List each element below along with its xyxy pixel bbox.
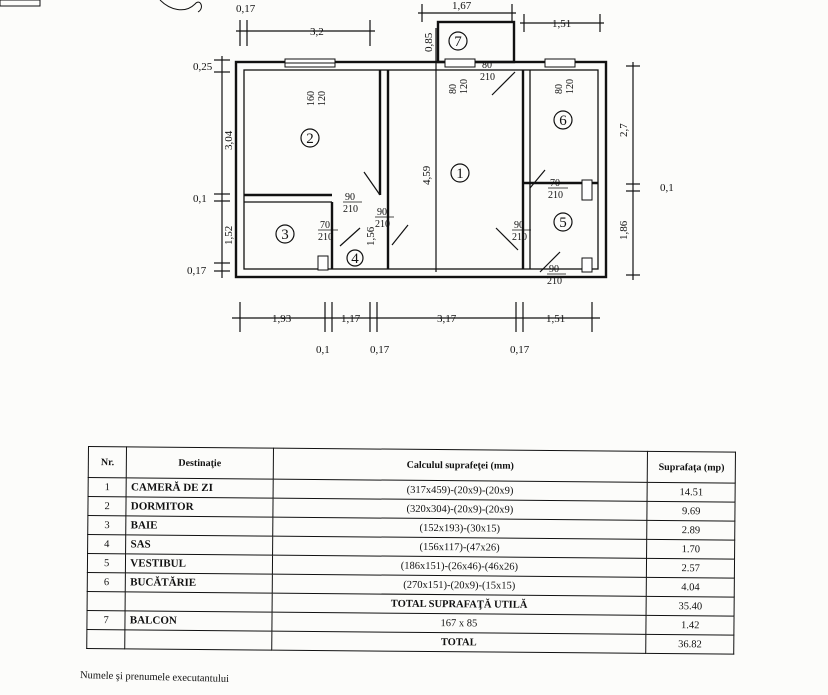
room-number-4: 4	[351, 251, 359, 267]
svg-text:90: 90	[514, 220, 524, 231]
svg-text:90: 90	[345, 192, 355, 203]
room-number-3: 3	[281, 227, 289, 243]
walls	[234, 20, 608, 279]
row-area: 9.69	[647, 501, 736, 522]
header-suprafata: Suprafaţa (mp)	[647, 451, 736, 484]
svg-text:120: 120	[565, 79, 576, 94]
room-number-5: 5	[559, 215, 567, 231]
dim-bot-151: 1,51	[546, 313, 565, 325]
opening-labels: 160 120 80 120 80 210 80 120 90 210 70 2…	[306, 60, 576, 287]
dimension-lines	[214, 4, 640, 332]
room-numbers: 1 2 3 4 5 6 7	[275, 31, 573, 267]
windows	[284, 58, 593, 273]
svg-text:70: 70	[320, 220, 330, 231]
svg-text:90: 90	[549, 264, 559, 275]
row-destination: CAMERĂ DE ZI	[126, 477, 273, 499]
room-number-2: 2	[306, 131, 314, 147]
header-calcul: Calculul suprafeţei (mm)	[272, 448, 648, 483]
row-area: 4.04	[646, 577, 735, 598]
dim-right-01: 0,1	[660, 182, 674, 194]
dim-bot-017a: 0,17	[370, 344, 390, 356]
door-swings	[339, 71, 561, 273]
row-area: 14.51	[647, 482, 736, 503]
dim-bot-117: 1,17	[341, 313, 361, 325]
svg-text:210: 210	[512, 232, 527, 243]
dim-left-025: 0,25	[193, 61, 213, 73]
top-corner-mark	[0, 0, 41, 7]
dim-left-304: 3,04	[223, 130, 235, 150]
svg-text:210: 210	[318, 232, 333, 243]
row-nr: 4	[87, 534, 127, 554]
row-area: 2.57	[646, 558, 735, 579]
total-value: 36.82	[646, 634, 734, 655]
room-number-7: 7	[454, 34, 462, 50]
row-nr: 2	[87, 496, 127, 516]
svg-text:210: 210	[480, 72, 495, 83]
row-nr: 6	[87, 572, 126, 592]
executant-footer: Numele şi prenumele executantului	[79, 670, 230, 685]
svg-text:80: 80	[448, 84, 459, 94]
row-destination: SAS	[125, 534, 273, 556]
total-util-value: 35.40	[646, 596, 735, 617]
dim-bot-017b: 0,17	[510, 344, 530, 356]
room-number-6: 6	[559, 113, 567, 129]
row-destination: BAIE	[126, 515, 273, 537]
svg-text:120: 120	[459, 79, 470, 94]
dim-top-32: 3,2	[310, 26, 324, 38]
dim-bot-193: 1,93	[272, 313, 292, 325]
area-table: Nr. Destinaţie Calculul suprafeţei (mm) …	[86, 446, 736, 655]
dim-left-01: 0,1	[193, 193, 207, 205]
dim-mid-459: 4,59	[421, 165, 433, 185]
row-nr: 5	[87, 553, 126, 573]
total-label: TOTAL	[271, 631, 647, 654]
dim-right-186: 1,86	[618, 220, 630, 240]
svg-text:80: 80	[482, 60, 492, 71]
dim-left-017: 0,17	[187, 265, 207, 277]
dim-bot-01: 0,1	[316, 344, 330, 356]
dim-top-167: 1,67	[452, 0, 472, 12]
svg-text:210: 210	[343, 204, 358, 215]
row-nr: 3	[87, 515, 127, 535]
svg-text:210: 210	[548, 190, 563, 201]
dimension-labels: 0,17 3,2 1,67 1,51 0,85 0,25 3,04 0,1 1,…	[187, 0, 674, 356]
balcon-area: 1.42	[646, 615, 735, 636]
svg-text:80: 80	[554, 84, 565, 94]
balcon-destination: BALCON	[125, 610, 272, 632]
row-area: 2.89	[647, 520, 735, 541]
dim-mid-156: 1,56	[365, 226, 377, 246]
svg-text:70: 70	[550, 178, 560, 189]
row-nr: 1	[88, 477, 127, 497]
header-destinatie: Destinaţie	[126, 446, 273, 480]
dim-bot-317: 3,17	[437, 313, 457, 325]
row-destination: DORMITOR	[126, 496, 273, 518]
room-number-1: 1	[456, 166, 464, 182]
row-destination: VESTIBUL	[125, 553, 273, 575]
dim-top-017: 0,17	[236, 3, 256, 15]
dim-085: 0,85	[423, 32, 435, 52]
dim-right-27: 2,7	[618, 123, 630, 137]
svg-text:120: 120	[317, 91, 328, 106]
svg-text:210: 210	[547, 276, 562, 287]
svg-text:90: 90	[377, 207, 387, 218]
row-area: 1.70	[646, 539, 735, 560]
floor-plan-drawing: 1 2 3 4 5 6 7 0,17 3,2 1,67 1,51 0,85 0,…	[0, 0, 674, 356]
dim-top-151: 1,51	[552, 18, 571, 30]
signature-scribble	[159, 0, 202, 13]
svg-text:160: 160	[306, 91, 317, 106]
balcon-nr: 7	[86, 610, 126, 630]
row-destination: BUCĂTĂRIE	[125, 572, 272, 594]
dim-left-152: 1,52	[223, 226, 235, 245]
svg-text:210: 210	[375, 219, 390, 230]
header-nr: Nr.	[88, 446, 127, 478]
